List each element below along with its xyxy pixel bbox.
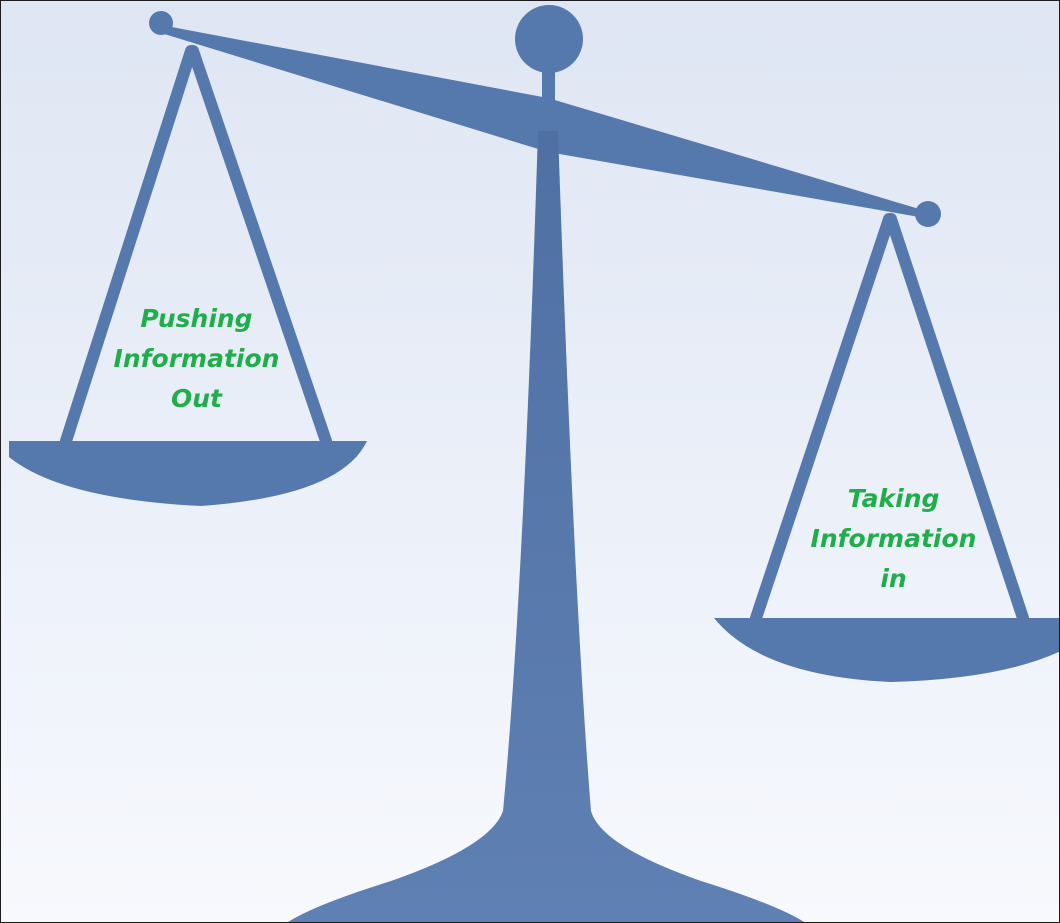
- right-pan-label: Taking Information in: [786, 479, 1001, 599]
- left-beam-knob: [149, 11, 173, 35]
- top-knob: [515, 5, 583, 73]
- left-pan-label: Pushing Information Out: [89, 299, 304, 419]
- left-pan-string-right: [187, 45, 332, 447]
- balance-beam: [161, 25, 926, 218]
- right-pan-label-line-1: Taking: [847, 484, 940, 513]
- right-beam-knob: [915, 201, 941, 227]
- central-stand: [288, 131, 804, 922]
- left-pan-string-left: [60, 45, 197, 447]
- right-pan-string-right: [885, 213, 1029, 624]
- right-pan: [714, 618, 1059, 682]
- right-pan-label-line-3: in: [880, 564, 907, 593]
- right-pan-label-line-2: Information: [810, 524, 977, 553]
- left-pan-label-line-3: Out: [170, 384, 222, 413]
- left-pan-label-line-1: Pushing: [140, 304, 253, 333]
- left-pan-label-line-2: Information: [113, 344, 280, 373]
- right-pan-string-left: [750, 213, 895, 624]
- left-pan: [9, 441, 367, 506]
